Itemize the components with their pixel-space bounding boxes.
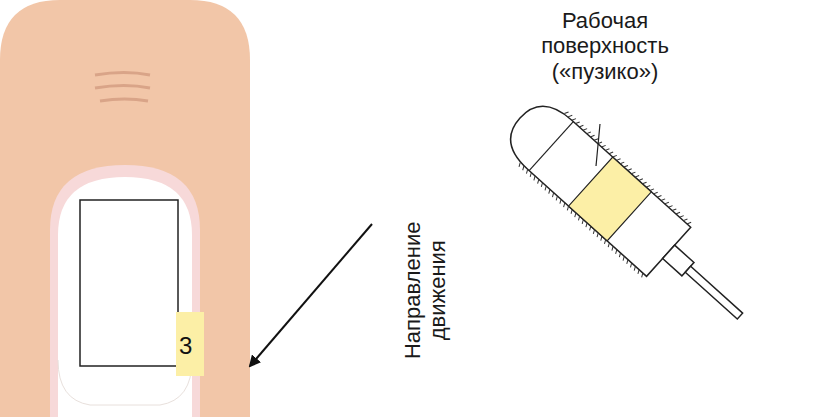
part-label: Рабочая поверхность («пузико») <box>520 8 690 84</box>
nail <box>58 177 192 417</box>
callout-box: 3 <box>176 312 204 376</box>
cuticle <box>50 165 200 417</box>
leader-line <box>596 124 600 166</box>
direction-arrow <box>250 224 372 366</box>
callout-number: 3 <box>179 332 192 359</box>
drill-bit <box>495 91 764 344</box>
direction-label: Направление движения <box>400 205 451 375</box>
finger <box>0 0 250 417</box>
finger-creases <box>95 73 150 102</box>
nail-zone-outline <box>80 200 178 366</box>
